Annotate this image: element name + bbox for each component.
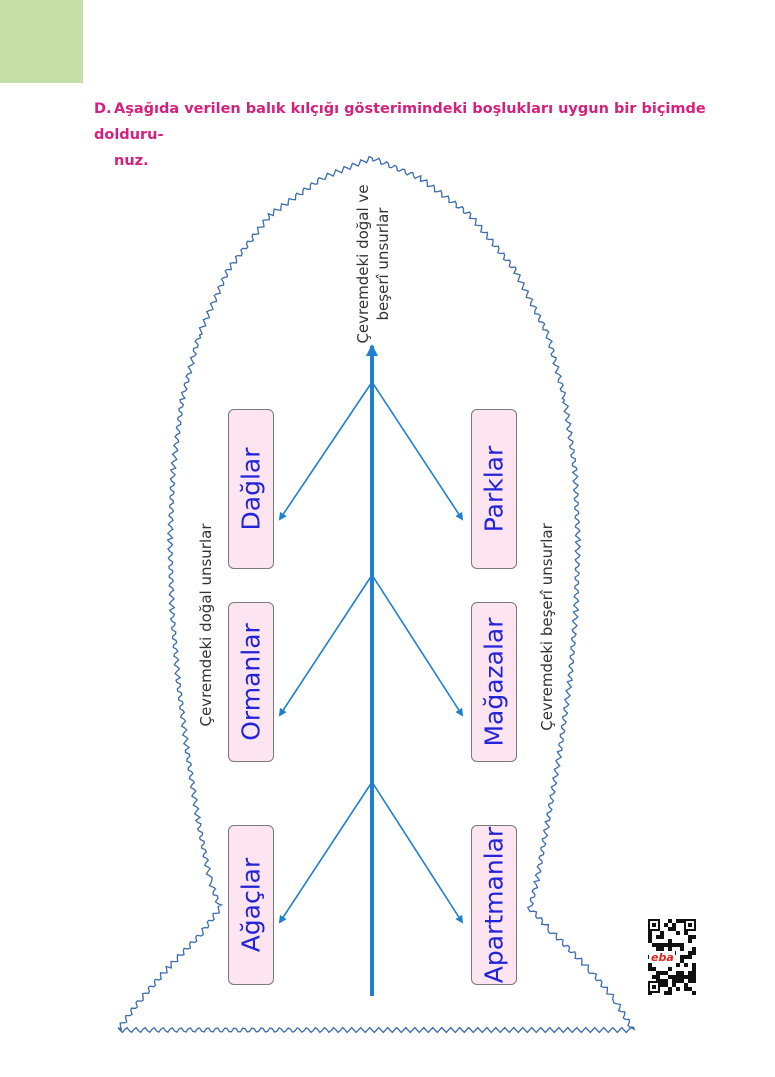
answer-magazalar: Mağazalar (479, 617, 509, 747)
bone-arrows (278, 381, 464, 924)
answer-agaclar: Ağaçlar (236, 857, 266, 953)
answer-daglar: Dağlar (236, 447, 266, 531)
answer-box-right-2[interactable]: Mağazalar (471, 602, 517, 762)
answer-box-left-3[interactable]: Ağaçlar (228, 825, 274, 985)
question-text: D.Aşağıda verilen balık kılçığı gösterim… (94, 96, 714, 174)
head-label-line1: Çevremdeki doğal ve (354, 184, 372, 344)
bone-arrow-apartmanlar (371, 781, 464, 924)
bone-arrow-daglar (278, 381, 373, 521)
fish-outline (117, 155, 636, 1034)
answer-box-left-1[interactable]: Dağlar (228, 409, 274, 569)
answer-ormanlar: Ormanlar (236, 623, 266, 741)
bone-arrow-parklar (371, 381, 464, 521)
question-line-2: nuz. (114, 153, 149, 169)
question-number: D. (94, 101, 112, 117)
bone-arrow-agaclar (278, 781, 373, 924)
answer-box-right-1[interactable]: Parklar (471, 409, 517, 569)
answer-apartmanlar: Apartmanlar (479, 826, 509, 984)
qr-code-icon[interactable]: eba (647, 918, 697, 996)
right-category-label: Çevremdeki beşerî unsurlar (538, 523, 556, 731)
answer-box-right-3[interactable]: Apartmanlar (471, 825, 517, 985)
left-category-label: Çevremdeki doğal unsurlar (197, 523, 215, 727)
head-label-line2: beşerî unsurlar (374, 207, 392, 321)
eba-logo: eba (651, 951, 674, 964)
corner-color-block (0, 0, 83, 83)
question-line-1: Aşağıda verilen balık kılçığı gösterimin… (94, 101, 706, 143)
bone-arrow-ormanlar (278, 574, 373, 717)
answer-box-left-2[interactable]: Ormanlar (228, 602, 274, 762)
bone-arrow-magazalar (371, 574, 464, 717)
head-label: Çevremdeki doğal ve beşerî unsurlar (353, 164, 397, 364)
answer-parklar: Parklar (479, 445, 509, 533)
